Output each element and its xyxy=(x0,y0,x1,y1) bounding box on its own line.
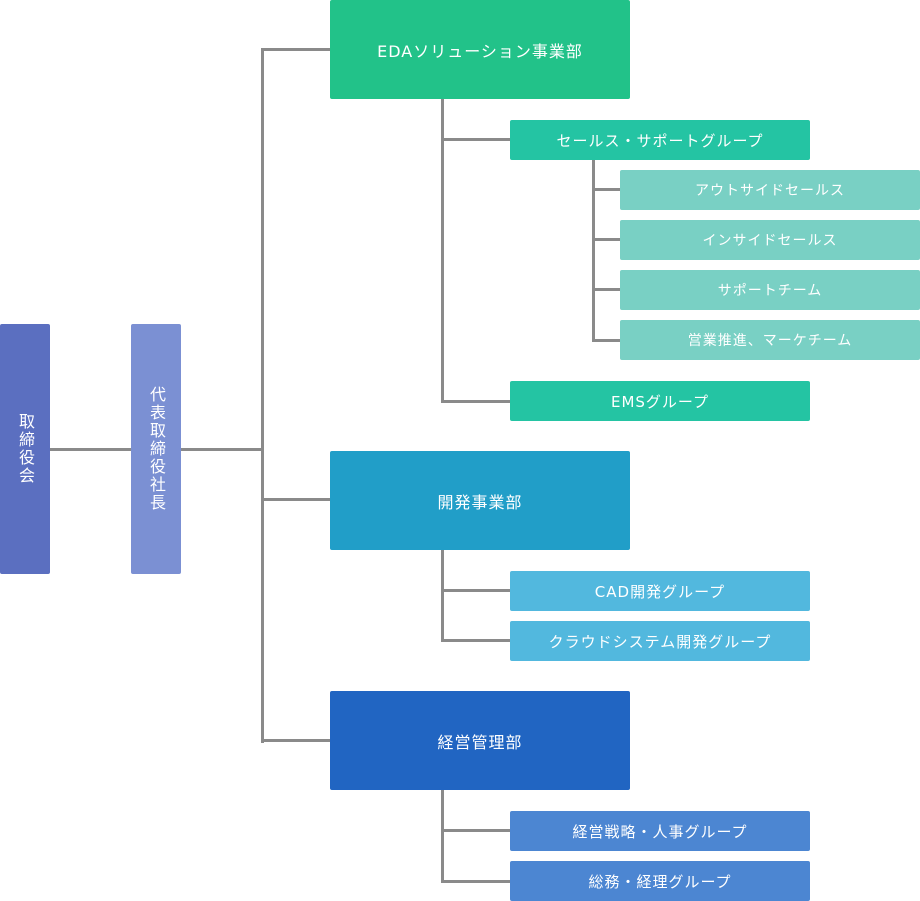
admin-accounting-group-box: 総務・経理グループ xyxy=(510,861,810,901)
connector-sales-vertical xyxy=(592,159,595,342)
board-box: 取締役会 xyxy=(0,324,50,574)
ems-group-box: EMSグループ xyxy=(510,381,810,421)
ems-group-label: EMSグループ xyxy=(610,392,710,411)
strategy-hr-group-label: 経営戦略・人事グループ xyxy=(572,822,748,841)
connector-board-president xyxy=(50,448,131,451)
cloud-dev-group-label: クラウドシステム開発グループ xyxy=(548,632,772,651)
team-box-outside-sales: アウトサイドセールス xyxy=(620,170,920,210)
sales-support-group-label: セールス・サポートグループ xyxy=(556,131,764,150)
eda-division-label: EDAソリューション事業部 xyxy=(377,41,583,61)
connector-sales-team-3 xyxy=(592,288,620,291)
connector-mgmt-admin xyxy=(441,880,510,883)
president-label: 代表取締役社長 xyxy=(147,386,166,512)
connector-dev-cad xyxy=(441,589,510,592)
cad-dev-group-label: CAD開発グループ xyxy=(594,582,726,601)
cad-dev-group-box: CAD開発グループ xyxy=(510,571,810,611)
eda-division-box: EDAソリューション事業部 xyxy=(330,0,630,99)
connector-eda-ems xyxy=(441,400,510,403)
team-box-marketing: 営業推進、マーケチーム xyxy=(620,320,920,360)
team-box-inside-sales: インサイドセールス xyxy=(620,220,920,260)
dev-division-label: 開発事業部 xyxy=(437,492,523,512)
connector-eda-sales xyxy=(441,138,510,141)
connector-trunk-vertical xyxy=(261,48,264,743)
sales-support-group-box: セールス・サポートグループ xyxy=(510,120,810,160)
dev-division-box: 開発事業部 xyxy=(330,451,630,550)
connector-sales-team-4 xyxy=(592,339,620,342)
admin-accounting-group-label: 総務・経理グループ xyxy=(588,872,732,891)
connector-dev-cloud xyxy=(441,639,510,642)
connector-mgmt-vertical xyxy=(441,790,444,883)
board-label: 取締役会 xyxy=(16,413,35,485)
cloud-dev-group-box: クラウドシステム開発グループ xyxy=(510,621,810,661)
connector-sales-team-1 xyxy=(592,188,620,191)
mgmt-division-label: 経営管理部 xyxy=(437,732,523,752)
connector-president-trunk xyxy=(181,448,264,451)
connector-trunk-mgmt xyxy=(261,739,330,742)
team-label-support: サポートチーム xyxy=(717,283,823,299)
connector-dev-vertical xyxy=(441,550,444,642)
connector-eda-vertical xyxy=(441,99,444,403)
connector-mgmt-strategy xyxy=(441,829,510,832)
team-label-outside-sales: アウトサイドセールス xyxy=(695,183,845,199)
team-label-marketing: 営業推進、マーケチーム xyxy=(687,333,853,349)
team-box-support: サポートチーム xyxy=(620,270,920,310)
strategy-hr-group-box: 経営戦略・人事グループ xyxy=(510,811,810,851)
connector-trunk-dev xyxy=(261,498,330,501)
connector-trunk-eda xyxy=(261,48,330,51)
team-label-inside-sales: インサイドセールス xyxy=(702,233,838,249)
mgmt-division-box: 経営管理部 xyxy=(330,691,630,790)
president-box: 代表取締役社長 xyxy=(131,324,181,574)
connector-sales-team-2 xyxy=(592,238,620,241)
